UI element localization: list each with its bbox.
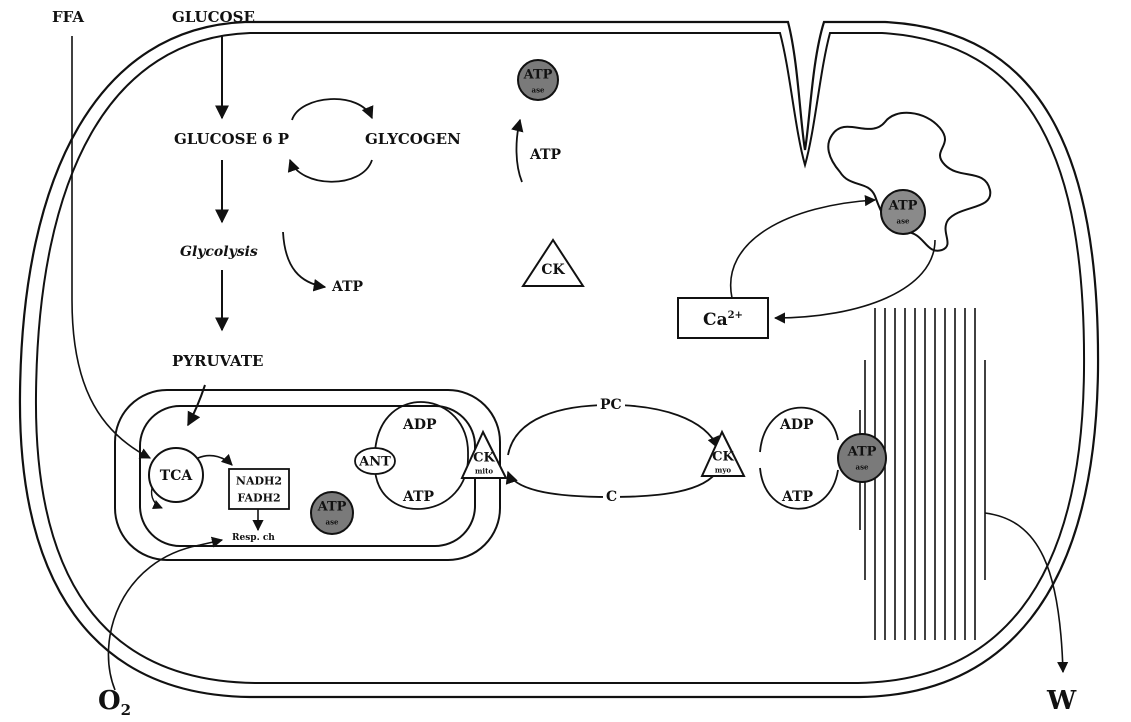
label-oxygen-base: O: [98, 686, 121, 716]
label-ck-mito-b: mito: [475, 468, 493, 475]
label-ck-mito-a: CK: [473, 452, 495, 465]
label-atpase-top-a: ATP: [524, 69, 553, 82]
label-tca: TCA: [160, 469, 192, 483]
label-c: C: [603, 490, 620, 504]
label-glucose: GLUCOSE: [172, 10, 255, 25]
arrow-ca-to-sr-atpase: [731, 200, 875, 298]
label-atpase-mito-b: ase: [326, 519, 339, 526]
label-calcium-base: Ca: [703, 310, 728, 330]
label-atp-mito: ATP: [403, 490, 434, 504]
arrow-atp-to-top-atpase: [516, 120, 522, 182]
label-atp-glycolysis: ATP: [332, 280, 363, 294]
label-ck-cytosol: CK: [541, 263, 564, 277]
arrow-myofibril-to-work: [985, 513, 1063, 672]
label-atpase-top-b: ase: [532, 87, 545, 94]
label-atpase-sr-a: ATP: [889, 200, 918, 213]
label-atpase-sr-b: ase: [897, 218, 910, 225]
arrow-sr-atpase-to-ca: [775, 240, 935, 318]
label-atpase-mito-a: ATP: [318, 501, 347, 514]
label-calcium-sup: 2+: [728, 310, 743, 321]
label-calcium: Ca2+: [703, 311, 743, 329]
arrow-g6p-to-glycogen: [292, 99, 372, 120]
label-atpase-myo-b: ase: [856, 464, 869, 471]
label-oxygen: O2: [98, 688, 131, 718]
label-pc: PC: [597, 398, 625, 412]
label-fadh2: FADH2: [237, 493, 280, 504]
label-adp-myo: ADP: [780, 418, 814, 432]
label-pyruvate: PYRUVATE: [172, 354, 263, 369]
label-oxygen-sub: 2: [121, 701, 131, 719]
label-work: W: [1047, 688, 1076, 714]
label-glycolysis: Glycolysis: [180, 245, 258, 259]
arrow-glycolysis-atp: [283, 232, 325, 287]
label-atpase-myo-a: ATP: [848, 446, 877, 459]
label-glycogen: GLYCOGEN: [365, 132, 461, 147]
label-atp-top: ATP: [530, 148, 561, 162]
label-atp-myo: ATP: [782, 490, 813, 504]
label-ffa: FFA: [52, 10, 84, 25]
arrow-ffa-to-tca: [72, 36, 150, 458]
label-nadh2: NADH2: [236, 476, 282, 487]
label-adp-mito: ADP: [403, 418, 437, 432]
label-ck-myo-a: CK: [712, 451, 734, 464]
label-glucose-6p: GLUCOSE 6 P: [174, 132, 289, 147]
label-ant: ANT: [359, 456, 391, 469]
label-ck-myo-b: myo: [715, 467, 731, 474]
label-resp-chain: Resp. ch: [232, 534, 275, 543]
arrow-tca-to-nadh2: [198, 456, 232, 465]
arrow-glycogen-to-g6p: [290, 160, 372, 182]
